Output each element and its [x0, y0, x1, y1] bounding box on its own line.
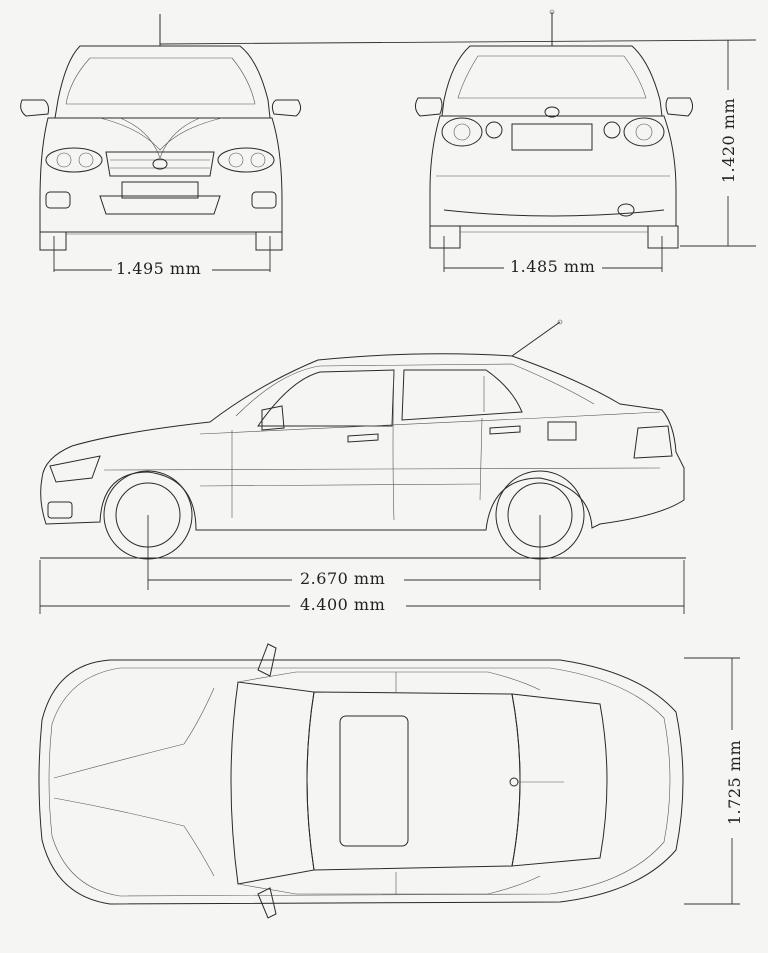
width-label: 1.725 mm — [725, 735, 745, 830]
rear-track-label: 1.485 mm — [506, 257, 600, 276]
top-view — [38, 643, 740, 919]
height-label: 1.420 mm — [719, 93, 739, 188]
length-label: 4.400 mm — [296, 595, 390, 614]
rear-view — [159, 9, 757, 272]
side-view — [39, 319, 686, 614]
wheelbase-label: 2.670 mm — [296, 569, 390, 588]
front-track-label: 1.495 mm — [112, 259, 206, 278]
front-view — [20, 14, 302, 272]
